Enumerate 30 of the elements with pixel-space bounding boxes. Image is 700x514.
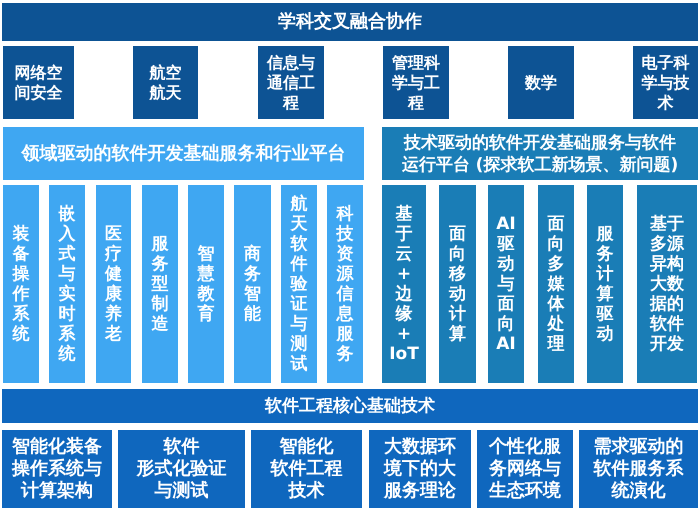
core-technology-box: 智能化软件工程技术 [251,430,362,508]
platform-header-bar: 领域驱动的软件开发基础服务和行业平台 [3,127,364,180]
technology-column: 基于云+边缘+IoT [382,185,426,383]
core-technology-box: 个性化服务网络与生态环境 [477,430,573,508]
technology-column: 面向移动计算 [439,185,476,383]
discipline-box: 信息与通信工程 [258,46,324,119]
platform-header-bar: 技术驱动的软件开发基础服务与软件运行平台 (探求软工新场景、新问题) [382,127,698,180]
header-band: 学科交叉融合协作 [2,3,698,41]
domain-column: 服务型制造 [142,185,178,383]
domain-column: 智慧教育 [188,185,224,383]
domain-column: 装备操作系统 [3,185,39,383]
domain-column: 商务智能 [234,185,271,383]
technology-column: 基于多源异构大数据的软件开发 [637,185,697,383]
domain-column: 嵌入式与实时系统 [49,185,85,383]
domain-column: 医疗健康养老 [96,185,131,383]
discipline-box: 网络空间安全 [3,46,74,119]
technology-column: 服务计算驱动 [587,185,623,383]
domain-column: 航天软件验证与测试 [281,185,317,383]
core-technology-box: 大数据环境下的大服务理论 [369,430,471,508]
core-technology-box: 智能化装备操作系统与计算架构 [2,430,112,508]
technology-column: 面向多媒体处理 [538,185,574,383]
discipline-box: 电子科学与技术 [633,46,698,119]
core-technology-box: 软件形式化验证与测试 [118,430,245,508]
foundation-band: 软件工程核心基础技术 [2,389,698,423]
core-technology-box: 需求驱动的软件服务系统演化 [579,430,698,508]
technology-column: AI驱动与面向AI [488,185,524,383]
discipline-box: 管理科学与工程 [383,46,449,119]
domain-column: 科技资源信息服务 [327,185,363,383]
discipline-box: 数学 [508,46,574,119]
discipline-box: 航空航天 [133,46,198,119]
